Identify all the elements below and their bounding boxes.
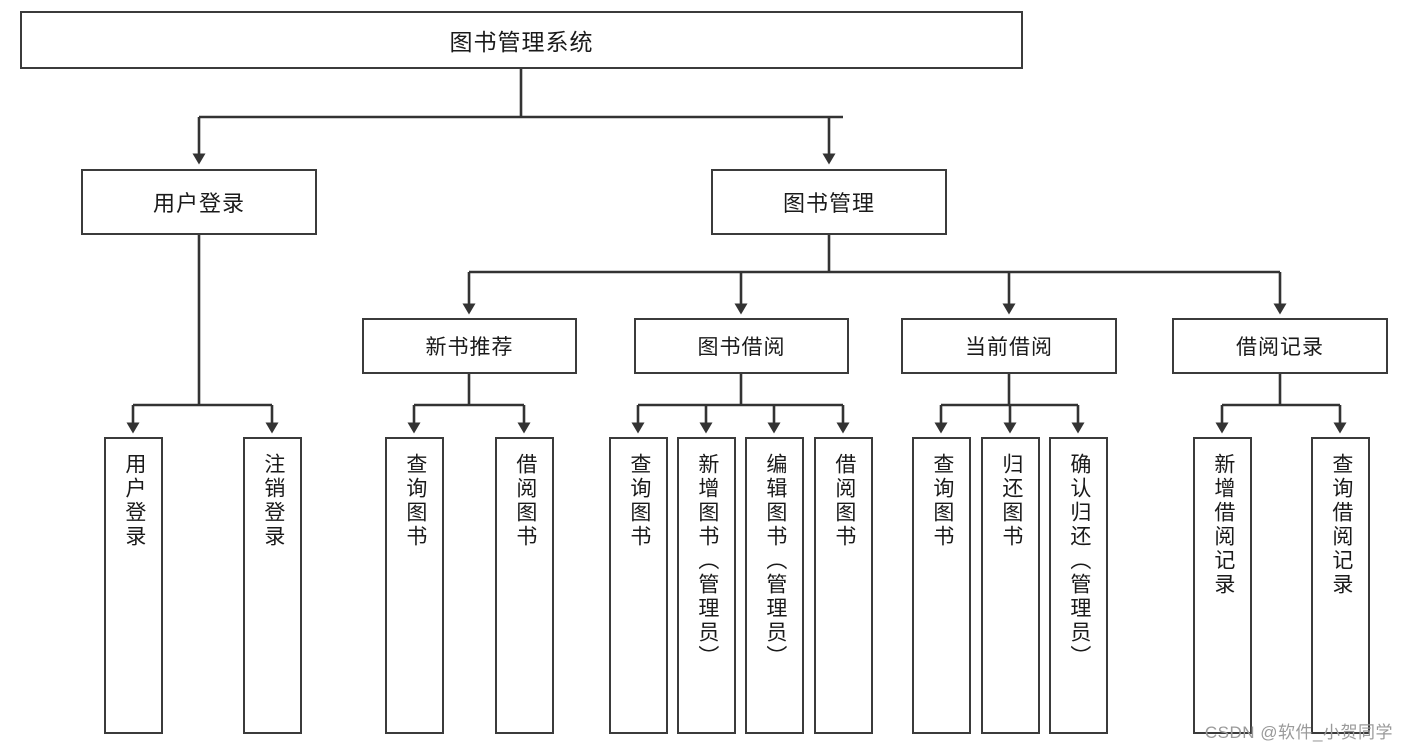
- leaf-current-borrow-return-label: 归还图书: [999, 453, 1023, 549]
- leaf-user-login-signin-label: 用户登录: [122, 453, 146, 549]
- node-borrow-record-label: 借阅记录: [1236, 336, 1324, 359]
- leaf-borrow-record-add-label: 新增借阅记录: [1211, 453, 1235, 597]
- leaf-user-login-signout-label: 注销登录: [261, 453, 285, 549]
- leaf-current-borrow-query-label: 查询图书: [930, 453, 954, 549]
- node-current-borrow-label: 当前借阅: [965, 336, 1053, 359]
- leaf-user-login-signout[interactable]: 注销登录: [243, 437, 302, 734]
- node-current-borrow[interactable]: 当前借阅: [901, 318, 1117, 374]
- node-root-label: 图书管理系统: [449, 29, 594, 55]
- leaf-new-book-query-label: 查询图书: [403, 453, 427, 549]
- leaf-current-borrow-confirm[interactable]: 确认归还（管理员）: [1049, 437, 1108, 734]
- leaf-new-book-borrow-label: 借阅图书: [513, 453, 537, 549]
- node-root[interactable]: 图书管理系统: [20, 11, 1023, 69]
- node-new-book-recommend[interactable]: 新书推荐: [362, 318, 577, 374]
- node-book-borrow[interactable]: 图书借阅: [634, 318, 849, 374]
- leaf-book-borrow-add[interactable]: 新增图书（管理员）: [677, 437, 736, 734]
- node-book-manage-label: 图书管理: [782, 191, 875, 216]
- node-book-borrow-label: 图书借阅: [697, 336, 786, 359]
- leaf-new-book-borrow[interactable]: 借阅图书: [495, 437, 554, 734]
- leaf-borrow-record-query-label: 查询借阅记录: [1329, 453, 1353, 597]
- leaf-borrow-record-query[interactable]: 查询借阅记录: [1311, 437, 1370, 734]
- leaf-current-borrow-return[interactable]: 归还图书: [981, 437, 1040, 734]
- leaf-current-borrow-query[interactable]: 查询图书: [912, 437, 971, 734]
- leaf-new-book-query[interactable]: 查询图书: [385, 437, 444, 734]
- leaf-book-borrow-borrow-label: 借阅图书: [832, 453, 856, 549]
- leaf-book-borrow-borrow[interactable]: 借阅图书: [814, 437, 873, 734]
- leaf-borrow-record-add[interactable]: 新增借阅记录: [1193, 437, 1252, 734]
- node-user-login-label: 用户登录: [152, 191, 245, 216]
- leaf-book-borrow-edit-label: 编辑图书（管理员）: [763, 453, 787, 669]
- leaf-book-borrow-query-label: 查询图书: [627, 453, 651, 549]
- leaf-book-borrow-edit[interactable]: 编辑图书（管理员）: [745, 437, 804, 734]
- leaf-book-borrow-query[interactable]: 查询图书: [609, 437, 668, 734]
- leaf-user-login-signin[interactable]: 用户登录: [104, 437, 163, 734]
- leaf-current-borrow-confirm-label: 确认归还（管理员）: [1067, 453, 1091, 669]
- node-new-book-recommend-label: 新书推荐: [425, 336, 514, 359]
- node-book-manage[interactable]: 图书管理: [711, 169, 947, 235]
- node-borrow-record[interactable]: 借阅记录: [1172, 318, 1388, 374]
- node-user-login[interactable]: 用户登录: [81, 169, 317, 235]
- leaf-book-borrow-add-label: 新增图书（管理员）: [695, 453, 719, 669]
